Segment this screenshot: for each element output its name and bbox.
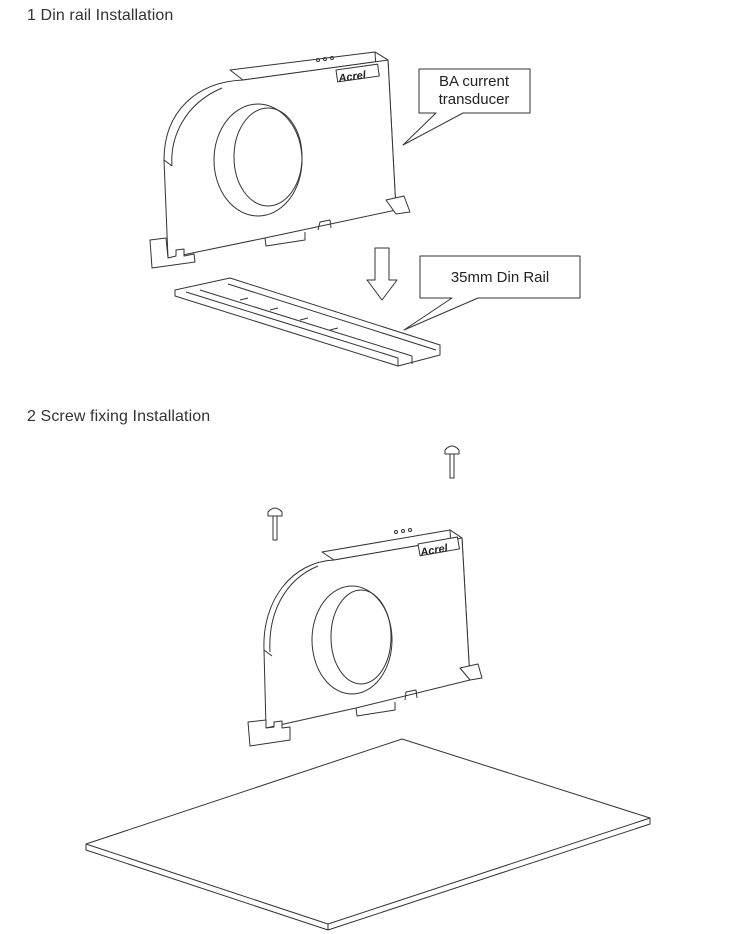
section-title-screw-fixing: 2 Screw fixing Installation	[27, 408, 211, 425]
brand-logo-plate-1	[335, 63, 380, 83]
screw-icon	[267, 507, 283, 541]
brand-logo-1: Acrel	[337, 69, 368, 85]
down-arrow-icon	[366, 247, 398, 301]
mounting-panel	[85, 738, 651, 931]
brand-logo-plate-2	[417, 536, 460, 557]
callout-transducer-line1: BA current	[439, 73, 510, 90]
brand-logo-2: Acrel	[418, 542, 449, 559]
transducer-screw-fixing	[247, 528, 483, 747]
callout-din-rail: 35mm Din Rail	[403, 255, 581, 331]
din-rail	[174, 277, 441, 367]
screw-icon	[444, 445, 460, 479]
callout-din-rail-label: 35mm Din Rail	[451, 269, 549, 286]
callout-transducer: BA current transducer	[402, 68, 531, 146]
section-title-din-rail: 1 Din rail Installation	[27, 7, 174, 24]
transducer-din-rail	[149, 51, 411, 269]
callout-transducer-line2: transducer	[439, 91, 510, 108]
